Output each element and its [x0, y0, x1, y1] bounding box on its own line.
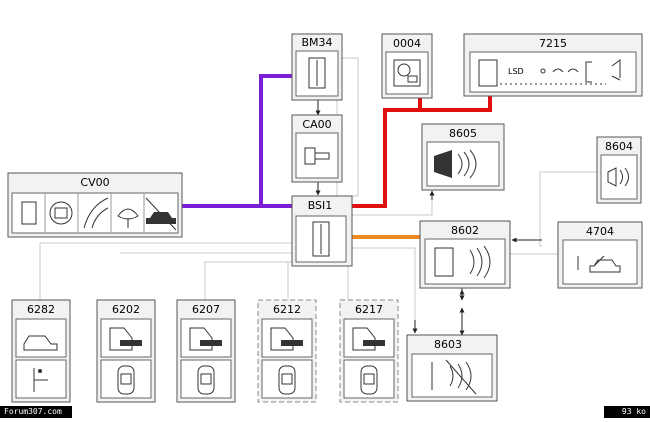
- bus-lines: [182, 74, 492, 239]
- ignition-key-icon: [304, 147, 330, 165]
- siren-icon: [607, 167, 629, 187]
- door-lock-icon: [109, 327, 142, 351]
- ecu-icon: [434, 247, 454, 277]
- car-crossed-icon: [145, 197, 177, 231]
- svg-text:7215: 7215: [539, 37, 567, 50]
- bm34-label: BM34: [301, 36, 332, 49]
- svg-text:LSD: LSD: [508, 67, 524, 76]
- module-cv00[interactable]: CV00: [7, 172, 183, 238]
- svg-text:4704: 4704: [586, 225, 614, 238]
- door-lock-icon: [352, 327, 385, 351]
- volumetric-sensor-crossed-icon: [431, 359, 477, 395]
- arrows: [315, 100, 542, 336]
- module-ca00[interactable]: CA00: [291, 114, 343, 183]
- module-6217[interactable]: 6217: [339, 299, 399, 403]
- module-8603[interactable]: 8603: [406, 334, 498, 402]
- steering-switch-icon: [49, 201, 73, 225]
- svg-text:8605: 8605: [449, 127, 477, 140]
- svg-text:BSI1: BSI1: [308, 199, 333, 212]
- module-6282[interactable]: 6282: [11, 299, 71, 403]
- module-0004[interactable]: 0004: [381, 33, 433, 99]
- svg-text:6207: 6207: [192, 303, 220, 316]
- car-top-icon: [360, 365, 378, 395]
- svg-text:6212: 6212: [273, 303, 301, 316]
- svg-text:6282: 6282: [27, 303, 55, 316]
- bonnet-switch-icon: [577, 255, 621, 273]
- module-bsi1[interactable]: BSI1: [291, 195, 353, 267]
- svg-text:6202: 6202: [112, 303, 140, 316]
- footer-site-label: Forum307.com: [0, 406, 72, 418]
- door-lock-icon: [189, 327, 222, 351]
- wiper-icon: [117, 208, 139, 228]
- switch-icon: [33, 368, 48, 392]
- module-6202[interactable]: 6202: [96, 299, 156, 403]
- red-bus: [352, 98, 422, 208]
- car-top-icon: [117, 365, 135, 395]
- footer-size-label: 93 ko: [604, 406, 650, 418]
- module-4704[interactable]: 4704: [557, 221, 643, 289]
- module-7215[interactable]: 7215 LSD: [463, 33, 643, 97]
- car-top-icon: [197, 365, 215, 395]
- instrument-cluster-icon: [393, 59, 421, 87]
- svg-text:8604: 8604: [605, 140, 633, 153]
- lighting-stalk-icon: [83, 197, 109, 229]
- svg-text:8602: 8602: [451, 224, 479, 237]
- door-lock-icon: [270, 327, 303, 351]
- svg-text:6217: 6217: [355, 303, 383, 316]
- module-bm34[interactable]: BM34: [291, 33, 343, 101]
- multifunction-display-icon: LSD: [478, 59, 621, 87]
- module-8605[interactable]: 8605: [421, 123, 505, 191]
- ecu-icon: [21, 201, 37, 225]
- module-8602[interactable]: 8602: [419, 220, 511, 289]
- horn-icon: [434, 149, 477, 179]
- module-6212[interactable]: 6212: [257, 299, 317, 403]
- module-6207[interactable]: 6207: [176, 299, 236, 403]
- module-8604[interactable]: 8604: [596, 136, 642, 204]
- svg-text:CA00: CA00: [302, 118, 331, 131]
- svg-text:0004: 0004: [393, 37, 421, 50]
- svg-text:8603: 8603: [434, 338, 462, 351]
- alarm-sensor-icon: [469, 245, 491, 279]
- svg-text:CV00: CV00: [80, 176, 109, 189]
- bonnet-icon: [23, 335, 58, 351]
- car-top-icon: [278, 365, 296, 395]
